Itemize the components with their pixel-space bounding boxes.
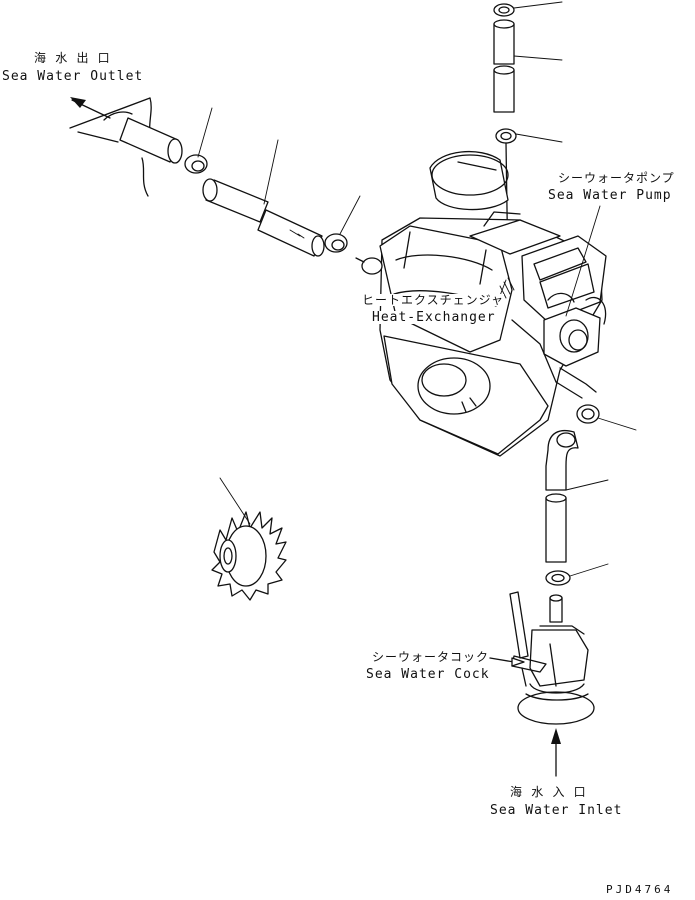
pump-leader-line <box>565 205 601 317</box>
cock-label-en: Sea Water Cock <box>366 667 490 682</box>
hose-segments <box>202 139 325 257</box>
pump-label-jp: シーウォータポンプ <box>558 171 675 185</box>
sea-water-cock <box>489 591 595 725</box>
exchanger-label-jp: ヒートエクスチェンジャ <box>362 293 505 307</box>
upper-vertical-hose <box>493 1 563 276</box>
outlet-label-en: Sea Water Outlet <box>2 69 144 84</box>
cock-label-jp: シーウォータコック <box>372 650 490 664</box>
drawing-code: PJD4764 <box>606 883 674 896</box>
inlet-arrow <box>551 728 561 777</box>
exchanger-label-en: Heat-Exchanger <box>372 310 496 325</box>
pump-impeller <box>211 477 287 601</box>
inlet-label-jp: 海 水 入 口 <box>510 785 587 799</box>
outlet-arrow <box>70 97 111 119</box>
pump-label-en: Sea Water Pump <box>548 188 672 203</box>
lower-elbow-hose <box>545 429 609 586</box>
outlet-pipe <box>69 97 183 197</box>
engine-assembly <box>355 150 607 457</box>
hose-clamp-right <box>576 404 637 431</box>
hose-clamp-middle <box>324 195 361 253</box>
outlet-label-jp: 海 水 出 口 <box>34 51 111 65</box>
inlet-label-en: Sea Water Inlet <box>490 803 623 818</box>
hose-clamp-outlet <box>184 107 213 174</box>
